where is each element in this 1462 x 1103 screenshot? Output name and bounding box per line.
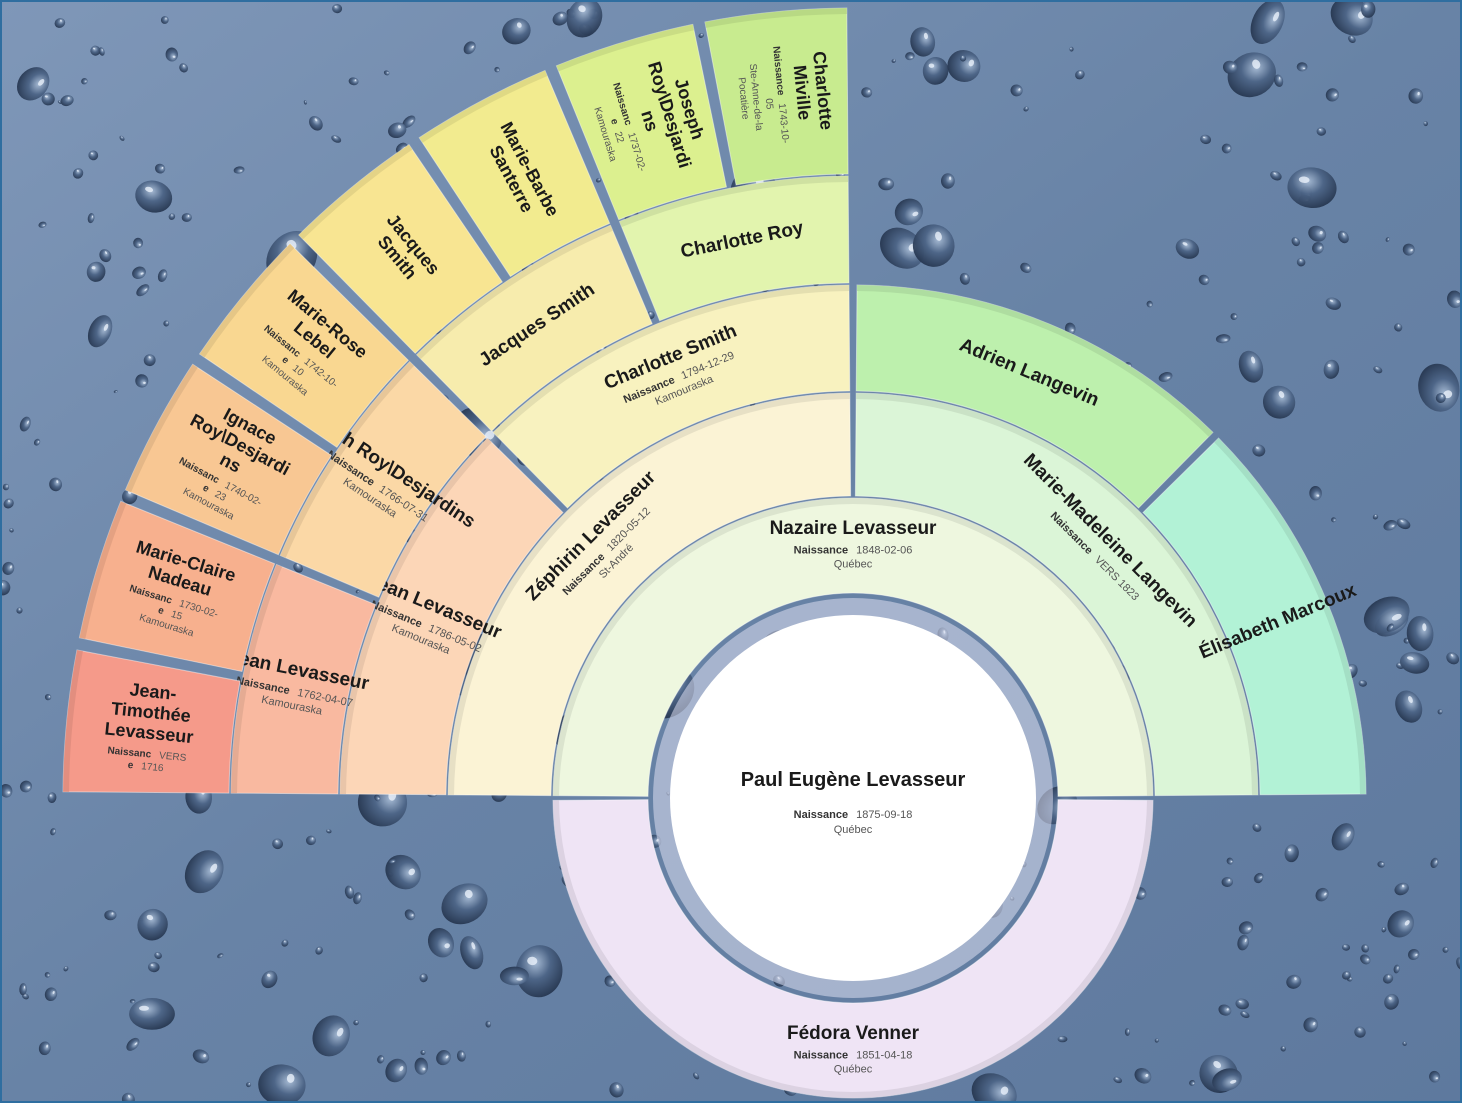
sector-accent: [280, 361, 415, 558]
person-jean-1786[interactable]: Jean LevasseurNaissance1786-05-02Kamoura…: [339, 437, 564, 796]
birth-line: e22: [608, 117, 626, 144]
sector-accent: [556, 24, 695, 72]
sector-accent: [199, 243, 295, 358]
birth-line: 05: [763, 98, 775, 111]
person-jean-1762[interactable]: Jean LevasseurNaissance1762-04-07Kamoura…: [221, 563, 377, 795]
person-name: Fédora Venner: [787, 1023, 920, 1044]
person-charlotte-roy[interactable]: Charlotte Roy: [618, 175, 850, 322]
person-joseph[interactable]: JosephRoy\DesjardinsNaissanc1737-02-e22K…: [555, 23, 728, 221]
sector-accent: [79, 501, 127, 640]
sector-accent: [704, 8, 847, 28]
person-name: Nazaire Levasseur: [770, 518, 937, 539]
sector-accent: [416, 225, 613, 360]
sector-accent: [231, 564, 283, 794]
birth-line: e23: [201, 483, 228, 505]
person-charlotte-miville[interactable]: CharlotteMivilleNaissance1743-10-05Ste-A…: [704, 7, 849, 186]
person-zephirin[interactable]: Zéphirin LevasseurNaissance1820-05-12St-…: [447, 392, 852, 797]
birth-place: Québec: [834, 559, 873, 571]
person-charlotte-smith[interactable]: Charlotte SmithNaissance1794-12-29Kamour…: [492, 284, 851, 509]
root-name: Paul Eugène Levasseur: [741, 769, 966, 791]
root-circle[interactable]: [670, 615, 1036, 981]
root-birth-place: Québec: [834, 824, 873, 836]
sector-accent: [298, 144, 413, 240]
birth-place: Québec: [834, 1064, 873, 1076]
person-marie-rose[interactable]: Marie-RoseLebelNaissanc1742-10-e10Kamour…: [198, 243, 410, 448]
person-elisabeth[interactable]: Élisabeth Marcoux: [1142, 437, 1367, 796]
sector-accent: [419, 70, 548, 143]
person-name: Jean-: [129, 679, 178, 704]
birth-place: Pocatière: [736, 77, 751, 121]
person-adrien[interactable]: Adrien Langevin: [855, 284, 1214, 509]
sector-accent: [619, 176, 849, 228]
person-ignace[interactable]: IgnaceRoy\DesjardinsNaissanc1740-02-e23K…: [124, 363, 333, 556]
sector-accent: [63, 649, 83, 792]
sector-accent: [125, 364, 198, 493]
birth-line: Naissance1743-10-: [770, 46, 790, 144]
person-jacques-smith-4[interactable]: Jacques Smith: [415, 224, 653, 432]
